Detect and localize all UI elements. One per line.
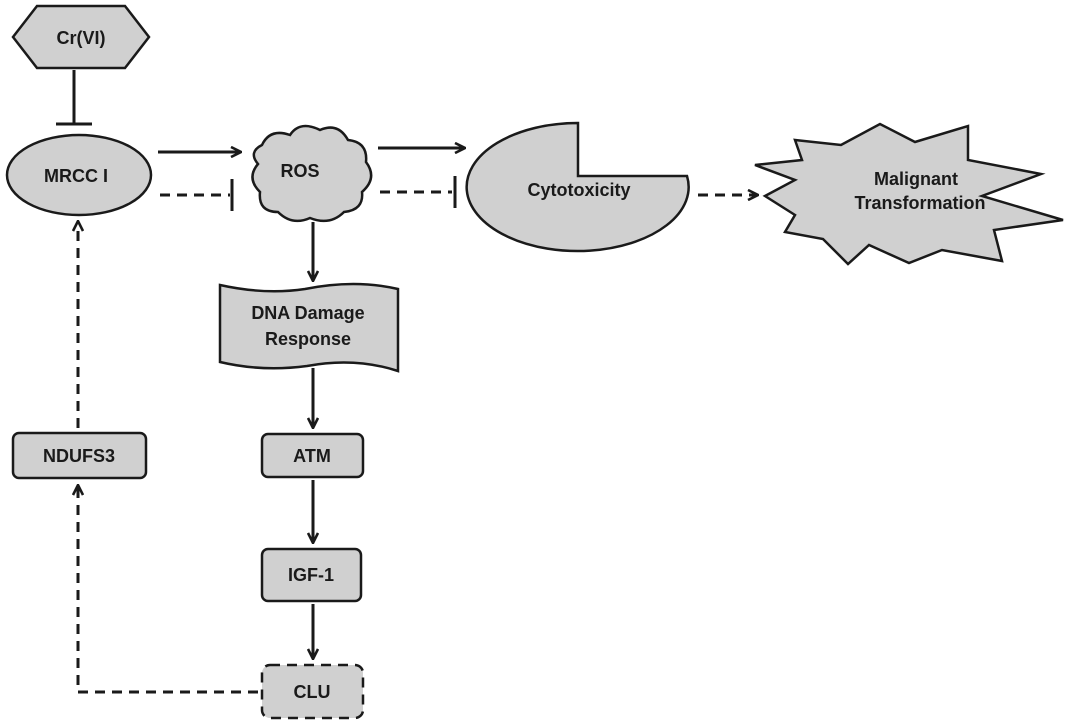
- node-igf-1-label: IGF-1: [288, 565, 334, 585]
- node-mrcc-i: MRCC I: [5, 133, 153, 217]
- node-dna-label-line2: Response: [265, 329, 351, 349]
- edge-cr-inhibits-mrcc: [56, 70, 92, 126]
- node-clu: CLU: [260, 663, 365, 720]
- node-cr-vi-label: Cr(VI): [57, 28, 106, 48]
- node-malignant-label-line2: Transformation: [854, 193, 985, 213]
- node-cytotoxicity-label: Cytotoxicity: [527, 180, 630, 200]
- node-igf-1: IGF-1: [260, 547, 363, 603]
- node-atm: ATM: [260, 432, 365, 479]
- edge-clu-to-ndufs3: [78, 486, 258, 694]
- node-ndufs3-label: NDUFS3: [43, 446, 115, 466]
- node-ndufs3: NDUFS3: [11, 431, 148, 480]
- node-malignant-transformation: Malignant Transformation: [754, 122, 1064, 266]
- node-dna-label-line1: DNA Damage: [251, 303, 364, 323]
- node-cr-vi: Cr(VI): [11, 4, 151, 70]
- edge-mrcc-inhibits-ros: [160, 179, 234, 211]
- node-malignant-label-line1: Malignant: [874, 169, 958, 189]
- node-ros: ROS: [251, 124, 373, 223]
- node-cytotoxicity: Cytotoxicity: [465, 121, 690, 253]
- node-mrcc-i-label: MRCC I: [44, 166, 108, 186]
- node-atm-label: ATM: [293, 446, 331, 466]
- node-ros-label: ROS: [280, 161, 319, 181]
- node-clu-label: CLU: [294, 682, 331, 702]
- edge-ros-inhibits-cytotoxicity: [380, 176, 457, 208]
- node-dna-damage-response: DNA Damage Response: [218, 282, 400, 373]
